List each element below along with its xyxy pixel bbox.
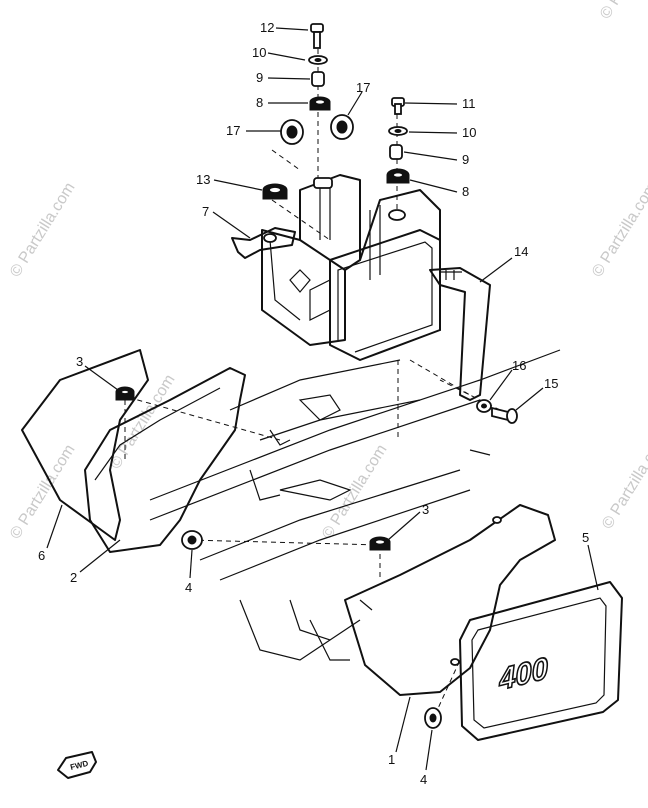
- fwd-label: FWD: [69, 759, 89, 772]
- callout-6: 6: [38, 548, 45, 563]
- fwd-marker: FWD: [57, 751, 97, 779]
- callout-10-right: 10: [462, 125, 476, 140]
- grommet-3-right-icon: [369, 536, 391, 551]
- grommet-17-right-icon: [330, 114, 354, 140]
- callout-9-left: 9: [256, 70, 263, 85]
- callout-labels: 12 10 9 8 17 17 11 10 9 8 13 7 14 3 16 1…: [38, 20, 589, 787]
- fastener-stack-left: [308, 23, 331, 111]
- grommet-4-right-icon: [424, 707, 442, 729]
- battery-band-14: [429, 267, 491, 401]
- watermark-right-bottom: © Partzilla.com: [599, 432, 648, 532]
- watermark-layer: © Partzilla.com © Partzilla.com © Partzi…: [7, 0, 648, 542]
- callout-4-right: 4: [420, 772, 427, 787]
- callout-4-left: 4: [185, 580, 192, 595]
- bracket-7: [231, 227, 296, 259]
- fastener-stack-right: [386, 97, 410, 184]
- callout-5: 5: [582, 530, 589, 545]
- callout-2: 2: [70, 570, 77, 585]
- grommet-3-left-icon: [115, 386, 135, 401]
- callout-15: 15: [544, 376, 558, 391]
- collar-9b-icon: [389, 144, 403, 160]
- callout-14: 14: [514, 244, 528, 259]
- grommet-8b-icon: [386, 168, 410, 184]
- side-cover-left-6: [21, 349, 149, 541]
- callout-10-left: 10: [252, 45, 266, 60]
- frame-outline: [149, 349, 561, 661]
- callout-7: 7: [202, 204, 209, 219]
- grommet-13-icon: [262, 183, 288, 200]
- callout-8-right: 8: [462, 184, 469, 199]
- grommet-8-icon: [309, 96, 331, 111]
- callout-11: 11: [462, 96, 476, 111]
- callout-13: 13: [196, 172, 210, 187]
- grommet-17-left-icon: [280, 119, 304, 145]
- callout-8-left: 8: [256, 95, 263, 110]
- collar-9-icon: [311, 71, 325, 87]
- bolt-12-icon: [310, 23, 324, 49]
- callout-17-right: 17: [356, 80, 370, 95]
- callout-9-right: 9: [462, 152, 469, 167]
- watermark-bottom-left: © Partzilla.com: [7, 442, 79, 542]
- side-cover-left-2: [84, 367, 246, 553]
- callout-12: 12: [260, 20, 274, 35]
- washer-16-icon: [476, 399, 492, 413]
- callout-16: 16: [512, 358, 526, 373]
- callout-3-right: 3: [422, 502, 429, 517]
- emblem-text: 400: [497, 652, 549, 698]
- watermark-center: © Partzilla.com: [319, 442, 391, 542]
- callout-1: 1: [388, 752, 395, 767]
- callout-17-left: 17: [226, 123, 240, 138]
- bolt-11-icon: [391, 97, 405, 115]
- watermark-top-right: © Partzilla.com: [597, 0, 648, 22]
- watermark-right-top: © Partzilla.com: [589, 180, 648, 280]
- callout-3-left: 3: [76, 354, 83, 369]
- washer-10b-icon: [388, 126, 408, 136]
- washer-10-icon: [308, 55, 328, 65]
- side-cover-right-1: [344, 504, 556, 696]
- battery-box: [261, 174, 441, 361]
- callout-leaders: [46, 27, 599, 771]
- grommet-4-left-icon: [181, 530, 203, 550]
- watermark-left: © Partzilla.com: [7, 180, 79, 280]
- emblem-5: 400: [459, 581, 623, 741]
- bolt-15-icon: [491, 406, 518, 424]
